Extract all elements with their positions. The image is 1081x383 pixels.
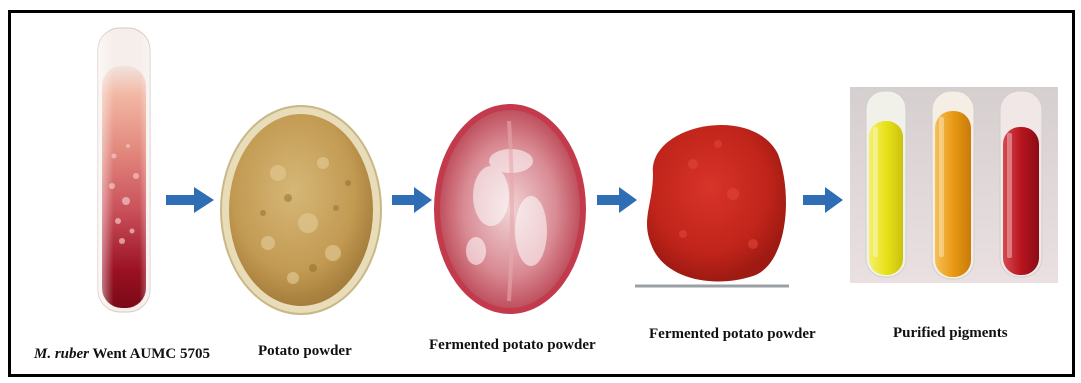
arrow-icon (597, 187, 637, 213)
fermented-dish-image (431, 101, 589, 318)
arrow-icon (166, 187, 214, 213)
caption-purified-pigments: Purified pigments (893, 325, 1008, 342)
caption-culture: M. ruber Went AUMC 5705 (34, 346, 210, 363)
arrow-icon (803, 187, 843, 213)
caption-potato-powder: Potato powder (258, 343, 352, 360)
pigment-tubes-image (850, 87, 1058, 283)
culture-tube-image (92, 26, 156, 316)
caption-fermented-powder-1: Fermented potato powder (429, 337, 596, 354)
arrow-icon (392, 187, 432, 213)
red-powder-image (633, 104, 793, 296)
caption-fermented-powder-2: Fermented potato powder (649, 326, 816, 343)
potato-powder-image (218, 103, 384, 318)
